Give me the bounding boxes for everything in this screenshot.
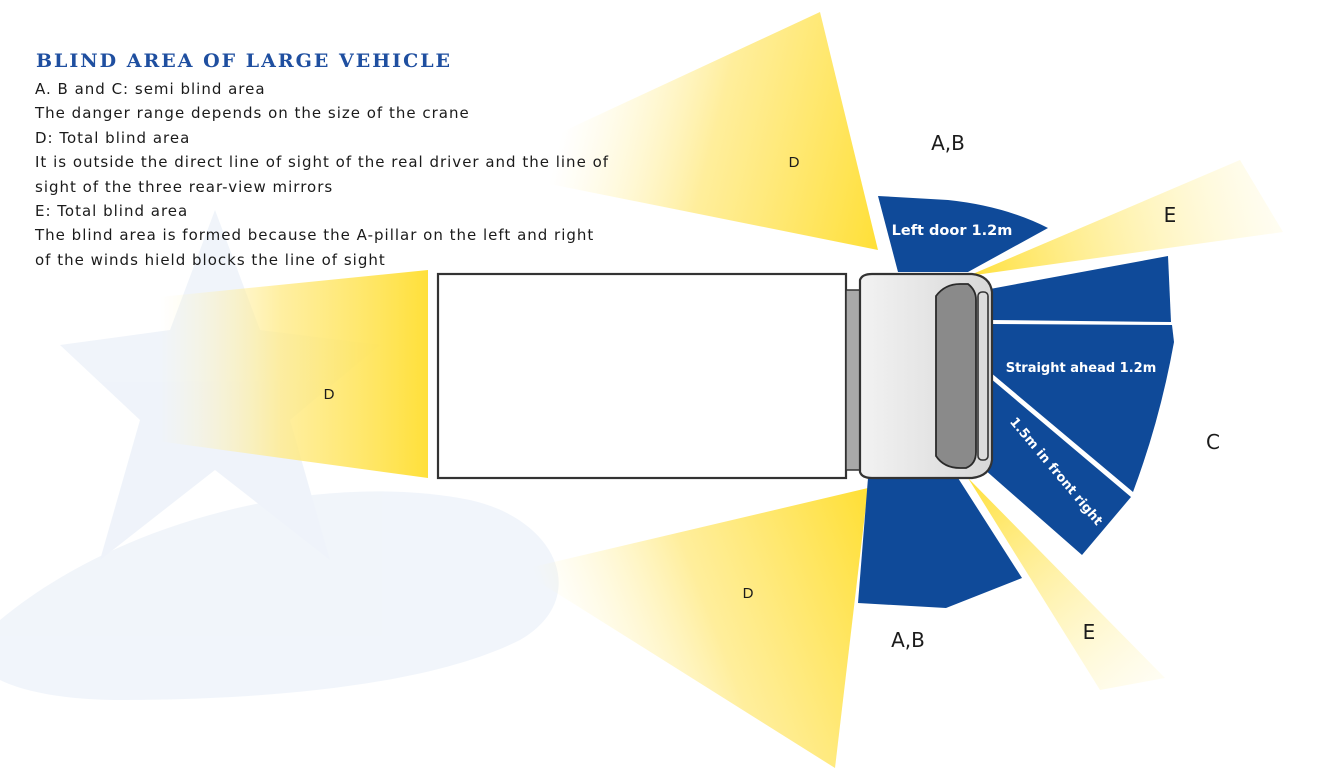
zone-label-c: C — [1206, 430, 1220, 454]
truck-bumper — [977, 291, 989, 461]
description-line: The blind area is formed because the A-p… — [35, 226, 595, 245]
truck-coupling — [845, 289, 861, 471]
truck — [436, 272, 994, 480]
zone-label-e-bottom: E — [1083, 620, 1096, 644]
description-line: A. B and C: semi blind area — [35, 80, 266, 98]
description-line: It is outside the direct line of sight o… — [35, 153, 610, 172]
zone-label-e-top: E — [1164, 203, 1177, 227]
zone-label-d-bottom: D — [743, 585, 754, 602]
front-top-area — [990, 256, 1171, 322]
right-door-area — [858, 478, 1022, 608]
description-line: The danger range depends on the size of … — [35, 104, 470, 123]
zone-label-d-rear: D — [324, 386, 335, 403]
truck-trailer — [436, 272, 848, 480]
description-text: A. B and C: semi blind area The danger r… — [35, 77, 609, 272]
description-line: D: Total blind area — [35, 128, 191, 147]
description-line: of the winds hield blocks the line of si… — [35, 250, 386, 269]
truck-windshield — [935, 283, 977, 469]
left-door-area — [878, 196, 1048, 272]
diagram-title: BLIND AREA OF LARGE VEHICLE — [36, 50, 453, 72]
front-right-area — [976, 378, 1131, 555]
straight-ahead-label: Straight ahead 1.2m — [1006, 361, 1157, 376]
d-zone-bottom — [520, 488, 868, 768]
zone-label-ab-top: A,B — [931, 131, 965, 155]
left-door-label: Left door 1.2m — [892, 223, 1013, 239]
d-zone-rear — [130, 270, 428, 478]
description-line: sight of the three rear-view mirrors — [35, 177, 334, 196]
e-zone-bottom — [968, 478, 1165, 690]
zone-label-ab-bottom: A,B — [891, 628, 925, 652]
description-line: E: Total blind area — [35, 202, 189, 221]
d-zone-top — [480, 12, 878, 250]
e-zone-top — [968, 160, 1283, 276]
straight-ahead-area — [990, 324, 1174, 492]
zone-label-d-top: D — [789, 154, 800, 171]
